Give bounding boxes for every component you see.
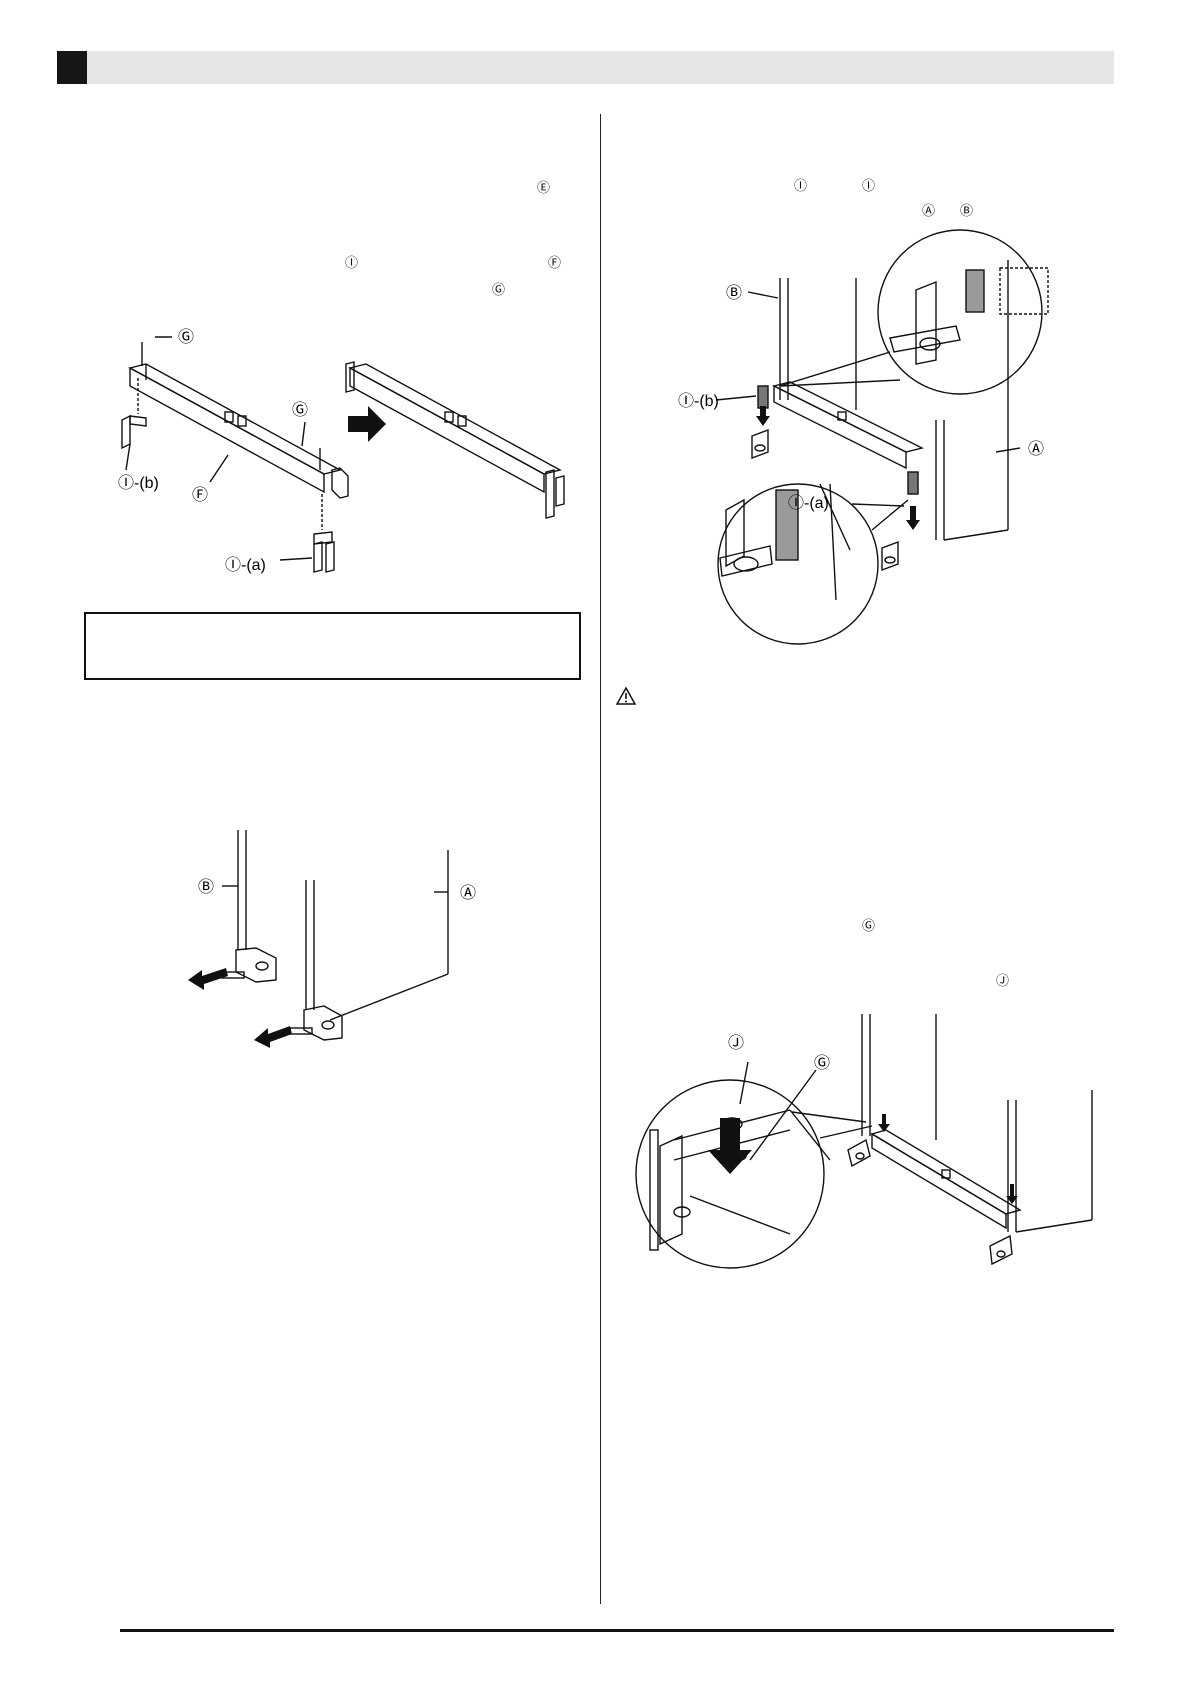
cap-install-figure: Ⓙ Ⓖ (635, 1014, 1093, 1269)
fig2-label-b: Ⓑ (198, 878, 214, 896)
fig1-label-g2: Ⓖ (292, 401, 308, 419)
ref-j: Ⓙ (996, 973, 1010, 988)
fig4-label-g: Ⓖ (814, 1054, 830, 1072)
ref-a: Ⓐ (922, 203, 936, 218)
fig3-label-ia: Ⓘ-(a) (788, 494, 829, 512)
fig1-label-ia: Ⓘ-(a) (225, 556, 266, 574)
column-divider (600, 114, 601, 1604)
bar-assembly-figure: Ⓖ Ⓖ Ⓘ-(b) Ⓕ Ⓘ-(a) (118, 328, 565, 574)
ref-i-1: Ⓘ (794, 178, 808, 193)
header-section-marker (57, 51, 87, 84)
header-bar (57, 51, 1114, 84)
fig1-label-g1: Ⓖ (178, 328, 194, 346)
fig3-label-ib: Ⓘ-(b) (678, 392, 719, 410)
ref-i: Ⓘ (345, 255, 359, 270)
fig2-label-a: Ⓐ (460, 884, 476, 902)
warning-triangle-icon (615, 686, 637, 705)
fig4-label-j: Ⓙ (728, 1034, 744, 1052)
right-arrow-icon (348, 406, 386, 442)
footer-rule (120, 1629, 1114, 1632)
ref-g-right: Ⓖ (862, 918, 876, 933)
fig1-label-ib: Ⓘ-(b) (118, 474, 159, 492)
ref-f: Ⓕ (548, 255, 562, 270)
ref-i-2: Ⓘ (862, 178, 876, 193)
side-panels-pin-figure: Ⓑ Ⓐ (188, 830, 476, 1048)
fig1-label-f: Ⓕ (192, 486, 208, 504)
ref-b: Ⓑ (960, 203, 974, 218)
ref-e: Ⓔ (537, 180, 551, 195)
fig3-label-b: Ⓑ (726, 284, 742, 302)
fig3-label-a: Ⓐ (1028, 440, 1044, 458)
bar-attach-figure: Ⓑ Ⓘ-(b) Ⓐ Ⓘ-(a) (678, 229, 1049, 645)
note-box (84, 612, 581, 680)
left-arrow-icon (254, 1026, 292, 1048)
left-arrow-icon (188, 968, 228, 990)
ref-g: Ⓖ (492, 282, 506, 297)
